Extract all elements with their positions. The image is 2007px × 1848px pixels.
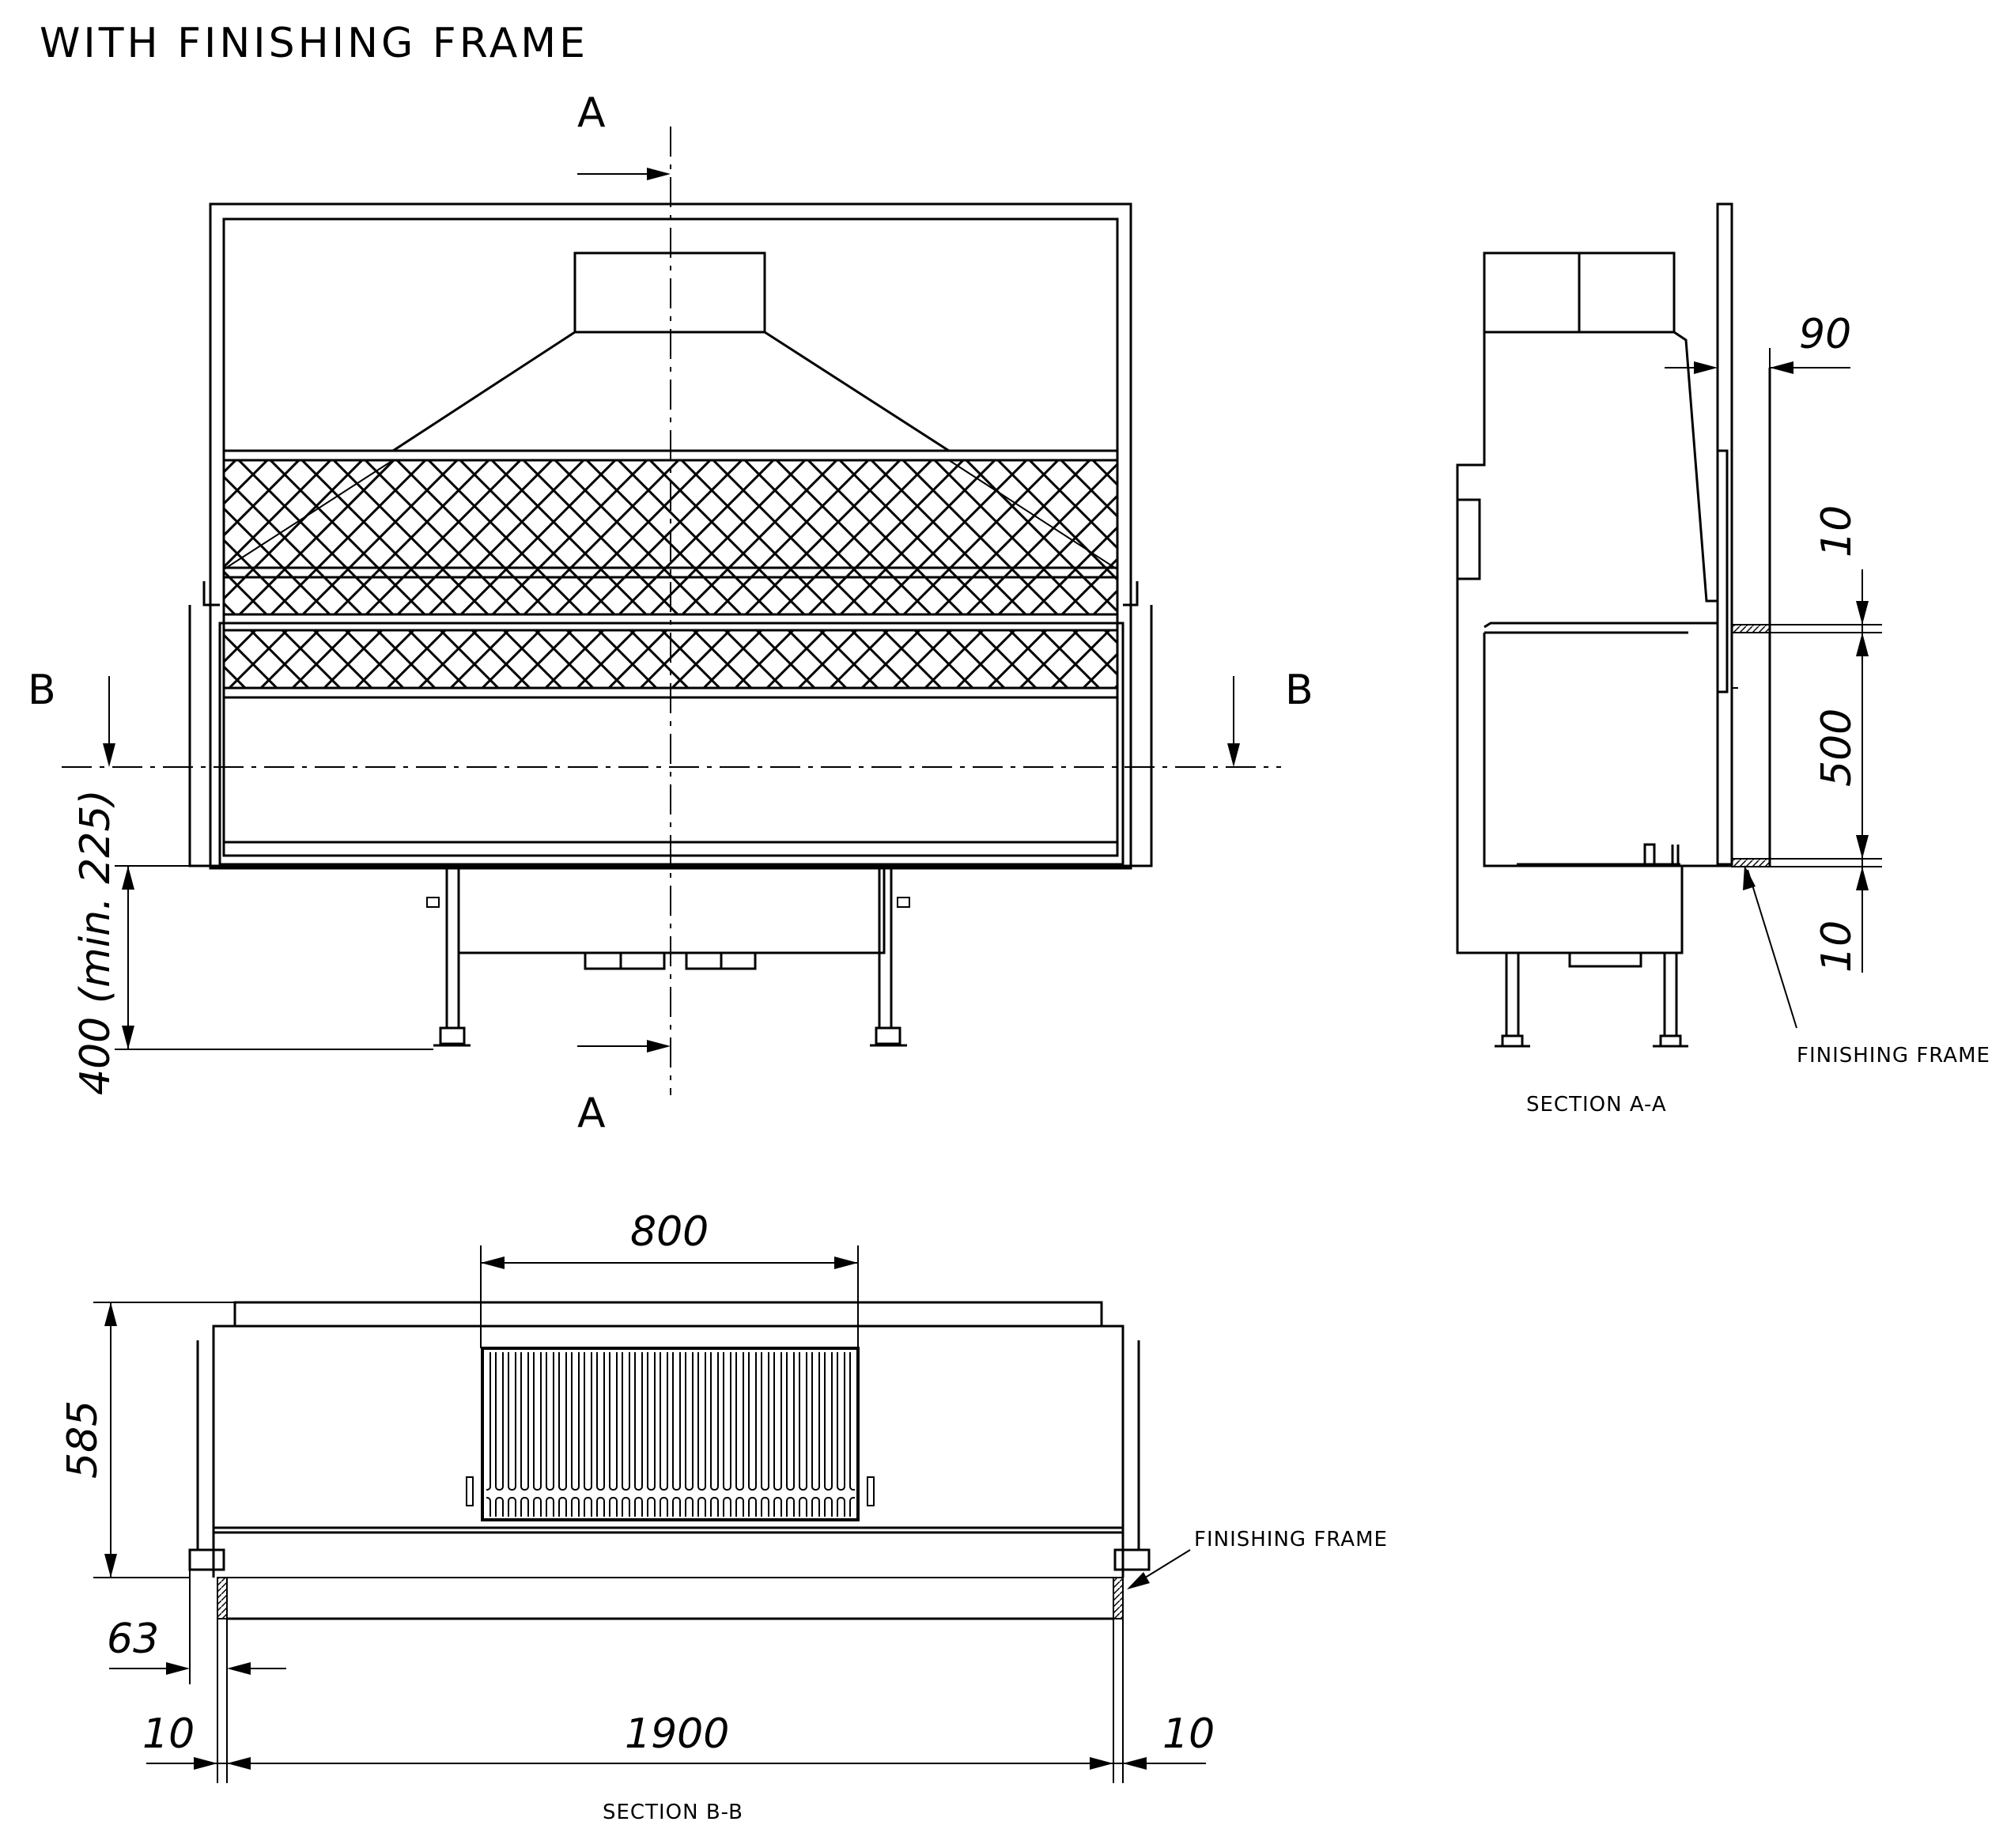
dim-585-label: 585 bbox=[59, 1400, 107, 1479]
section-b-marker-right: B bbox=[1285, 667, 1313, 714]
section-a-marker-top: A bbox=[577, 89, 606, 137]
front-view: A A B B 400 (min. 225) bbox=[28, 89, 1313, 1137]
section-aa-view: 90 10 500 10 FINISHING FRAME SECTION A-A bbox=[1456, 202, 1990, 1117]
dim-1900-label: 1900 bbox=[625, 1710, 729, 1758]
hood-left-slope bbox=[392, 331, 576, 452]
section-aa-finishing-frame-label: FINISHING FRAME bbox=[1797, 1044, 1990, 1068]
dim-left-10-label: 10 bbox=[142, 1710, 195, 1758]
section-a-marker-bottom: A bbox=[577, 1090, 606, 1137]
dim-top-10-label: 10 bbox=[1813, 505, 1861, 557]
hood-right-slope bbox=[764, 331, 950, 452]
dim-800-label: 800 bbox=[630, 1208, 709, 1256]
grate bbox=[481, 1347, 860, 1521]
section-bb-label: SECTION B-B bbox=[603, 1801, 743, 1824]
dim-bottom-10-label: 10 bbox=[1813, 920, 1861, 973]
dim-90-label: 90 bbox=[1799, 311, 1851, 358]
section-bb-body bbox=[212, 1325, 1124, 1529]
section-bb-view: 800 585 63 10 1900 10 FINISHING FRAME SE… bbox=[59, 1208, 1388, 1824]
section-bb-finishing-frame-label: FINISHING FRAME bbox=[1194, 1528, 1388, 1551]
dim-height-label: 400 (min. 225) bbox=[72, 789, 119, 1095]
dim-500-label: 500 bbox=[1813, 709, 1861, 787]
dim-63-label: 63 bbox=[107, 1616, 159, 1663]
dim-right-10-label: 10 bbox=[1162, 1710, 1215, 1758]
section-aa-body bbox=[1456, 331, 1718, 954]
section-aa-frame bbox=[1716, 202, 1733, 866]
drawing-title: WITH FINISHING FRAME bbox=[40, 20, 588, 67]
section-aa-label: SECTION A-A bbox=[1526, 1093, 1667, 1117]
section-b-marker-left: B bbox=[28, 667, 56, 714]
